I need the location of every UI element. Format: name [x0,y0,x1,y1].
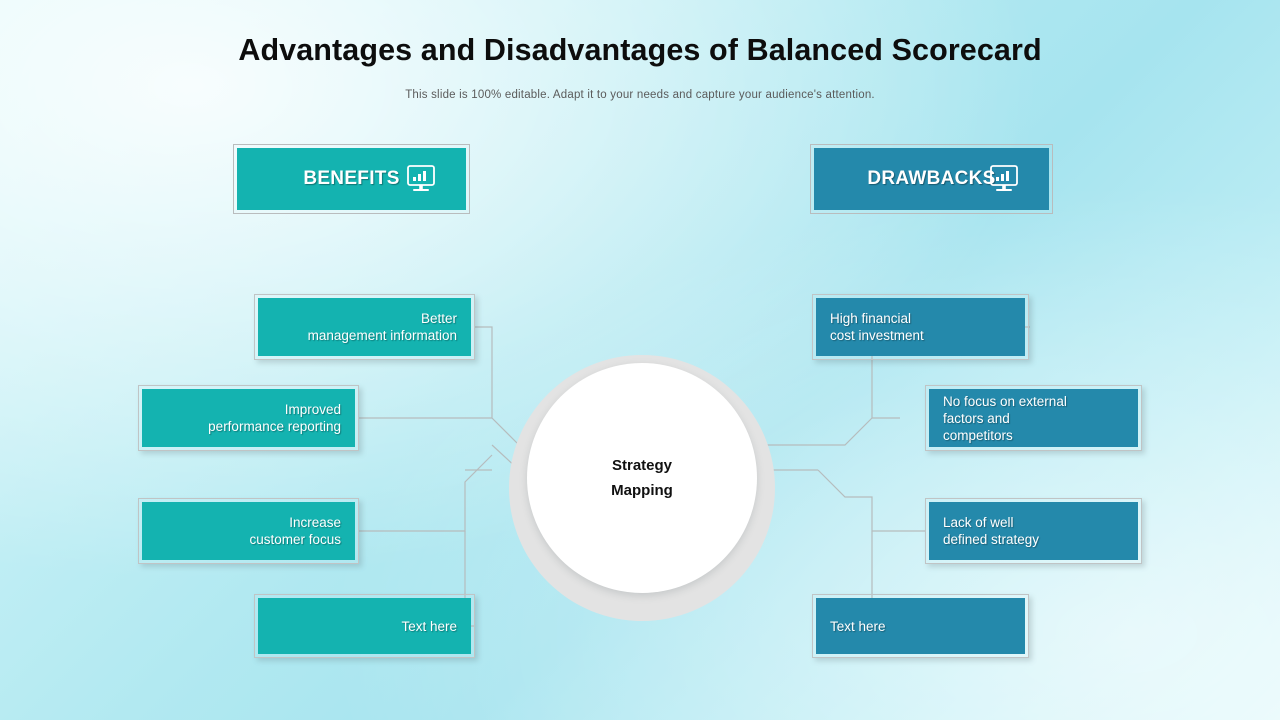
center-label-line2: Mapping [611,482,673,499]
drawback-node-2[interactable]: No focus on external factors and competi… [925,385,1142,451]
center-circle: Strategy Mapping [527,363,757,593]
drawback-node-2-line1: No focus on external [943,393,1067,409]
drawback-node-4-line1: Text here [830,618,886,634]
drawback-node-3[interactable]: Lack of well defined strategy [925,498,1142,564]
benefit-node-3-line2: customer focus [249,532,341,547]
monitor-chart-icon [987,162,1021,196]
center-label-line1: Strategy [611,457,673,474]
page-title: Advantages and Disadvantages of Balanced… [238,33,1042,67]
drawback-node-3-line2: defined strategy [943,532,1040,547]
drawback-node-1[interactable]: High financial cost investment [812,294,1029,360]
benefit-node-4[interactable]: Text here [254,594,475,658]
benefit-node-2-line2: performance reporting [208,419,341,434]
benefit-node-1-line2: management information [307,328,457,343]
benefit-node-2-line1: Improved [284,402,341,417]
benefit-node-2[interactable]: Improved performance reporting [138,385,359,451]
benefits-header-box[interactable]: BENEFITS [233,144,470,214]
drawback-node-2-line2: factors and [943,410,1010,426]
benefit-node-4-line1: Text here [401,618,457,634]
drawback-node-4[interactable]: Text here [812,594,1029,658]
benefit-node-1[interactable]: Better management information [254,294,475,360]
benefit-node-1-line1: Better [420,311,457,326]
benefit-node-3-line1: Increase [289,515,341,530]
monitor-chart-icon [404,162,438,196]
page-subtitle: This slide is 100% editable. Adapt it to… [405,89,875,101]
drawback-node-2-line3: competitors [943,427,1013,443]
drawback-node-3-line1: Lack of well [943,515,1014,530]
drawbacks-header-label: DRAWBACKS [867,168,996,189]
benefit-node-3[interactable]: Increase customer focus [138,498,359,564]
drawback-node-1-line1: High financial [830,311,912,326]
drawback-node-1-line2: cost investment [830,328,924,343]
benefits-header-label: BENEFITS [303,168,400,189]
drawbacks-header-box[interactable]: DRAWBACKS [810,144,1053,214]
